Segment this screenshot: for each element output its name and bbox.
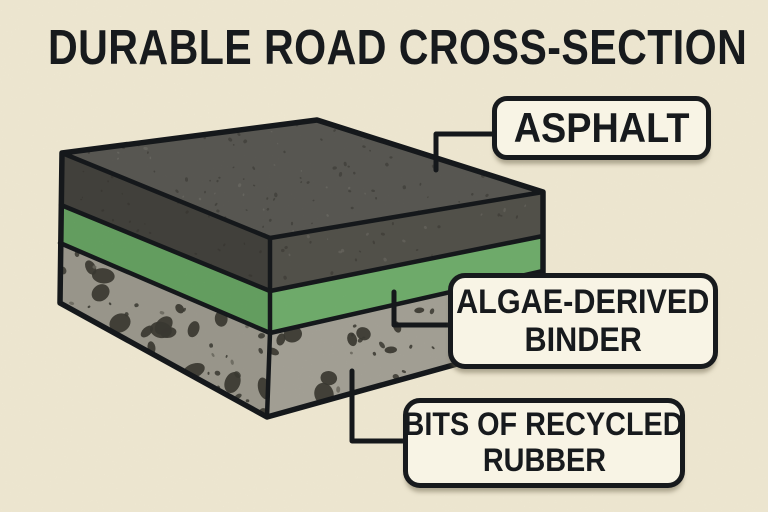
binder-label-line2: BINDER: [524, 321, 641, 359]
label-box-recycled-rubber: BITS OF RECYCLED RUBBER: [403, 398, 685, 488]
diagram-title-text: DURABLE ROAD CROSS-SECTION: [48, 24, 747, 73]
label-box-asphalt: ASPHALT: [492, 96, 711, 160]
binder-label-line1: ALGAE-DERIVED: [456, 283, 709, 321]
diagram-title: DURABLE ROAD CROSS-SECTION: [48, 24, 768, 73]
rubber-label-line2: RUBBER: [482, 443, 605, 479]
label-box-algae-binder: ALGAE-DERIVED BINDER: [448, 273, 718, 369]
rubber-label-line1: BITS OF RECYCLED: [404, 407, 684, 443]
asphalt-label-text: ASPHALT: [514, 104, 690, 151]
